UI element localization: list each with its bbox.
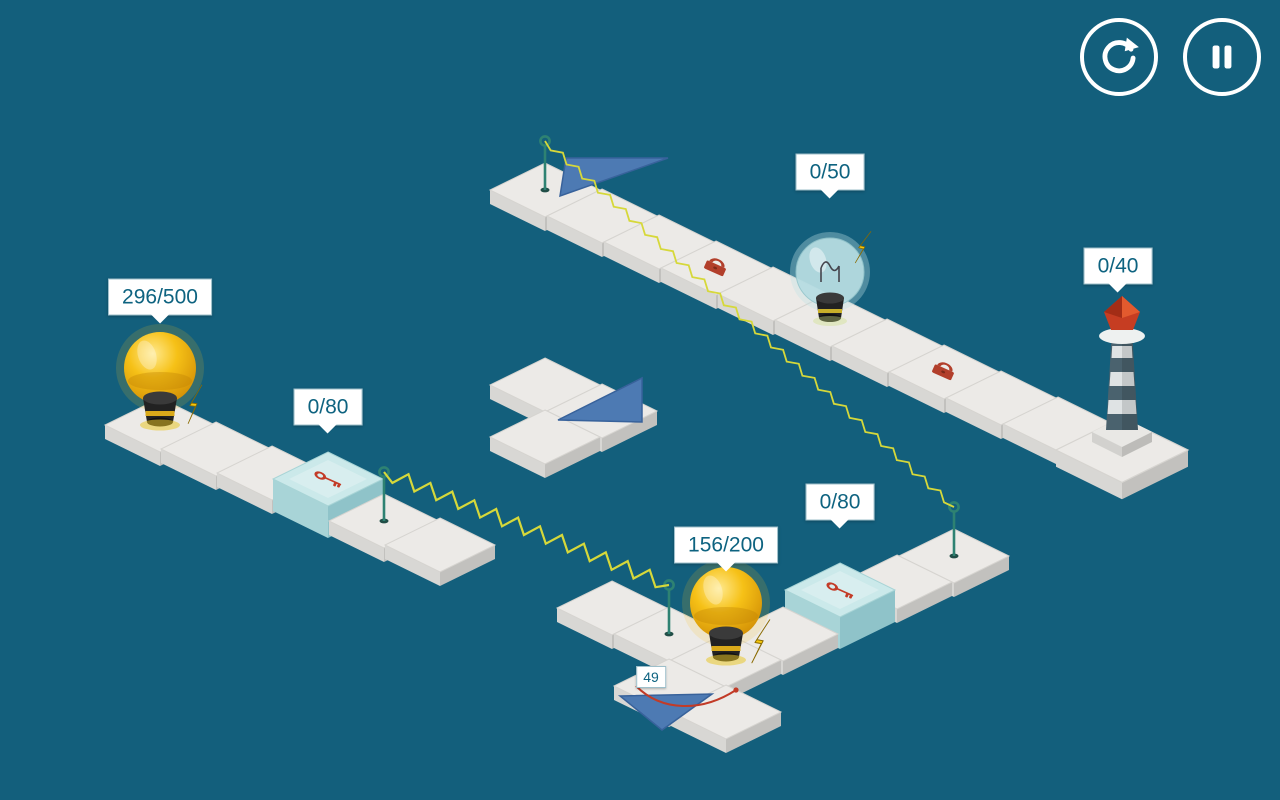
counter-wire-length: 49 — [636, 666, 666, 688]
platform-middle — [489, 357, 658, 479]
counter-value: 0/80 — [307, 395, 349, 419]
ramp-triangle — [559, 157, 669, 198]
counter-lighthouse: 0/40 — [1083, 247, 1153, 285]
counter-key-left: 0/80 — [293, 388, 363, 426]
counter-bulb-top: 0/50 — [795, 153, 865, 191]
lighthouse-lamp-facet — [1104, 296, 1122, 318]
lighthouse-gallery — [1099, 328, 1145, 344]
energy-wire — [544, 140, 955, 508]
ramp-triangle — [557, 376, 643, 423]
energy-wire — [383, 471, 670, 589]
lighthouse-stripe — [1111, 346, 1133, 358]
lighthouse-stripe — [1107, 400, 1137, 414]
restart-button[interactable] — [1080, 18, 1158, 96]
lighthouse-shading — [1122, 330, 1138, 430]
wires — [383, 140, 955, 589]
counter-value: 49 — [643, 669, 659, 685]
platform-top — [489, 135, 1114, 466]
counter-value: 296/500 — [122, 285, 198, 309]
platform-left — [104, 324, 496, 587]
lighthouse-pedestal-side — [1092, 432, 1122, 457]
counter-value: 0/80 — [819, 490, 861, 514]
lighthouse-stripe — [1109, 372, 1135, 386]
lighthouse[interactable] — [1055, 296, 1189, 500]
path-curve — [635, 685, 737, 707]
counter-value: 0/40 — [1097, 254, 1139, 278]
path-curve-end — [733, 687, 739, 693]
counter-source-bottom: 156/200 — [674, 526, 778, 564]
counter-source-left: 296/500 — [108, 278, 212, 316]
counter-key-bottom: 0/80 — [805, 483, 875, 521]
restart-icon — [1102, 37, 1139, 74]
platform-bottom — [556, 501, 1010, 754]
lighthouse-lamp-facet — [1122, 296, 1140, 318]
ramp-triangle — [617, 693, 715, 731]
pause-icon — [1212, 45, 1232, 69]
counter-value: 156/200 — [688, 533, 764, 557]
counter-value: 0/50 — [809, 160, 851, 184]
lighthouse-pedestal-side — [1122, 432, 1152, 457]
pause-button[interactable] — [1183, 18, 1261, 96]
